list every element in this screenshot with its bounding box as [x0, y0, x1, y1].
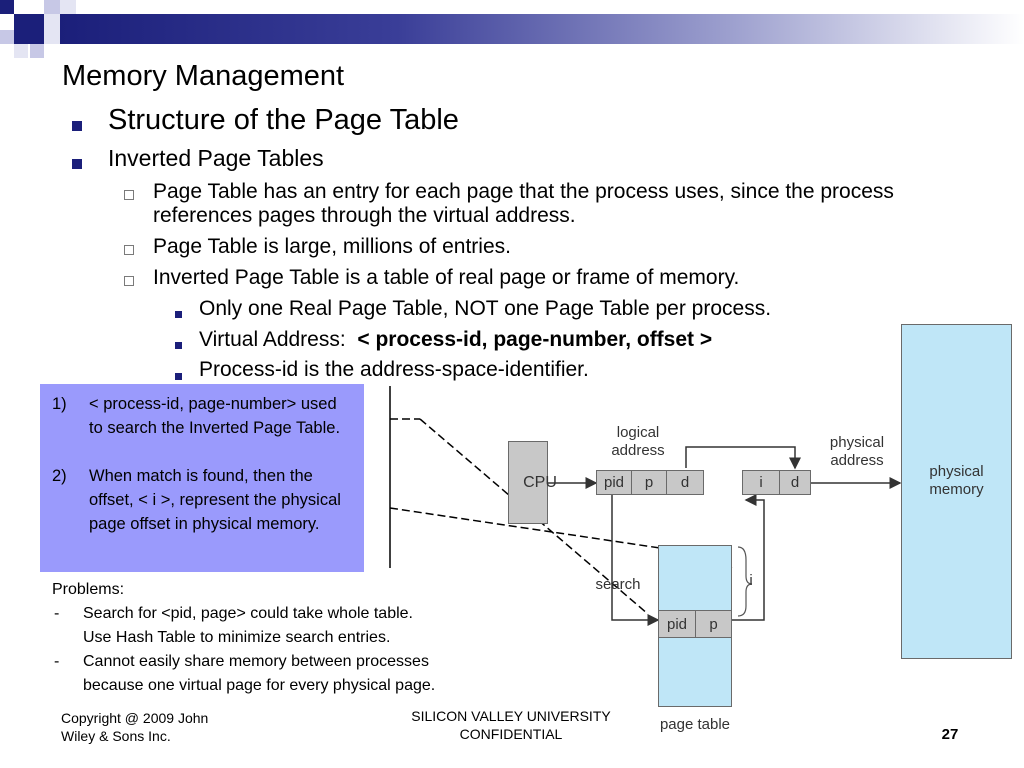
hollow-bullet-icon [124, 242, 134, 260]
logical-address-label: logical address [602, 424, 674, 460]
small-bullet-icon [175, 305, 182, 323]
problem-line: Use Hash Table to minimize search entrie… [83, 629, 391, 646]
index-i-label: i [749, 572, 753, 589]
decor-square [0, 0, 14, 14]
decor-square [14, 14, 44, 44]
detail-bullet-3: Process-id is the address-space-identifi… [199, 358, 589, 381]
decor-square [44, 14, 60, 44]
index-brace [737, 546, 753, 617]
slide-title: Memory Management [62, 60, 345, 92]
confidential-notice: SILICON VALLEY UNIVERSITY CONFIDENTIAL [380, 707, 642, 743]
detail-bullet-2: Virtual Address: < process-id, page-numb… [199, 328, 712, 352]
decor-square [44, 0, 60, 14]
confidential-line: CONFIDENTIAL [459, 726, 563, 742]
bullet-icon [72, 118, 82, 136]
physical-memory-line: physical [929, 463, 984, 480]
copyright: Copyright @ 2009 John Wiley & Sons Inc. [61, 709, 208, 745]
physical-memory-line: memory [929, 481, 984, 498]
decor-square [30, 44, 44, 58]
bullet-inverted: Inverted Page Tables [108, 145, 324, 171]
problems-heading: Problems: [52, 581, 125, 598]
problem-line: Cannot easily share memory between proce… [83, 653, 429, 670]
problem-dash: - [54, 605, 60, 622]
i-field [742, 470, 780, 495]
page-table-pid-label: pid [666, 616, 688, 633]
pid-label: pid [603, 474, 625, 491]
search-label: search [595, 576, 641, 593]
page-table-p-cell [695, 610, 732, 638]
page-number: 27 [941, 726, 959, 743]
cpu-label: CPU [523, 474, 557, 491]
bullet-icon [72, 156, 82, 174]
problem-dash: - [54, 653, 60, 670]
physical-address-line: address [830, 452, 884, 469]
index-arrow [732, 494, 765, 621]
small-bullet-icon [175, 367, 182, 385]
page-table-label: page table [659, 716, 731, 733]
physical-address-label: physical address [820, 434, 894, 470]
problem-line: because one virtual page for every physi… [83, 677, 436, 694]
note-text: < process-id, page-number> used to searc… [89, 395, 341, 437]
confidential-line: SILICON VALLEY UNIVERSITY [411, 708, 611, 724]
sub-bullet-2: Page Table is large, millions of entries… [153, 235, 511, 258]
physical-memory-box [901, 324, 1012, 659]
note-number: 1) [52, 395, 67, 413]
title-bar-gradient [60, 14, 1024, 44]
page-table-p-label: p [709, 616, 718, 633]
virtual-address-format: < process-id, page-number, offset > [357, 328, 713, 351]
detail-bullet-1: Only one Real Page Table, NOT one Page T… [199, 297, 772, 320]
copyright-line: Copyright @ 2009 John [61, 710, 209, 726]
physical-memory-label: physical memory [901, 463, 1012, 499]
note-number: 2) [52, 467, 67, 485]
d-field-physical [779, 470, 811, 495]
decor-square [0, 30, 14, 44]
sub-bullet-3: Inverted Page Table is a table of real p… [153, 266, 740, 289]
logical-address-line: address [611, 442, 665, 459]
search-arrow [611, 495, 660, 626]
d-label-physical: d [790, 474, 800, 491]
p-field [631, 470, 667, 495]
note-box: 1) < process-id, page-number> used to se… [40, 384, 364, 572]
note-text: When match is found, then the offset, < … [89, 467, 341, 533]
physical-address-line: physical [829, 434, 885, 451]
copyright-line: Wiley & Sons Inc. [61, 728, 171, 744]
problem-line: Search for <pid, page> could take whole … [83, 605, 413, 622]
virtual-address-label: Virtual Address: [199, 328, 346, 351]
i-label: i [759, 474, 763, 491]
callout-dashed-line [389, 507, 661, 549]
p-label: p [644, 474, 654, 491]
bullet-structure: Structure of the Page Table [108, 104, 459, 136]
d-label: d [680, 474, 690, 491]
cpu-box [508, 441, 548, 524]
hollow-bullet-icon [124, 187, 134, 205]
hollow-bullet-icon [124, 273, 134, 291]
d-field [666, 470, 704, 495]
logical-address-line: logical [616, 424, 660, 441]
offset-arrow [685, 446, 801, 470]
small-bullet-icon [175, 336, 182, 354]
decor-square [14, 44, 28, 58]
decor-square [60, 0, 76, 14]
sub-bullet-1: Page Table has an entry for each page th… [153, 180, 894, 227]
